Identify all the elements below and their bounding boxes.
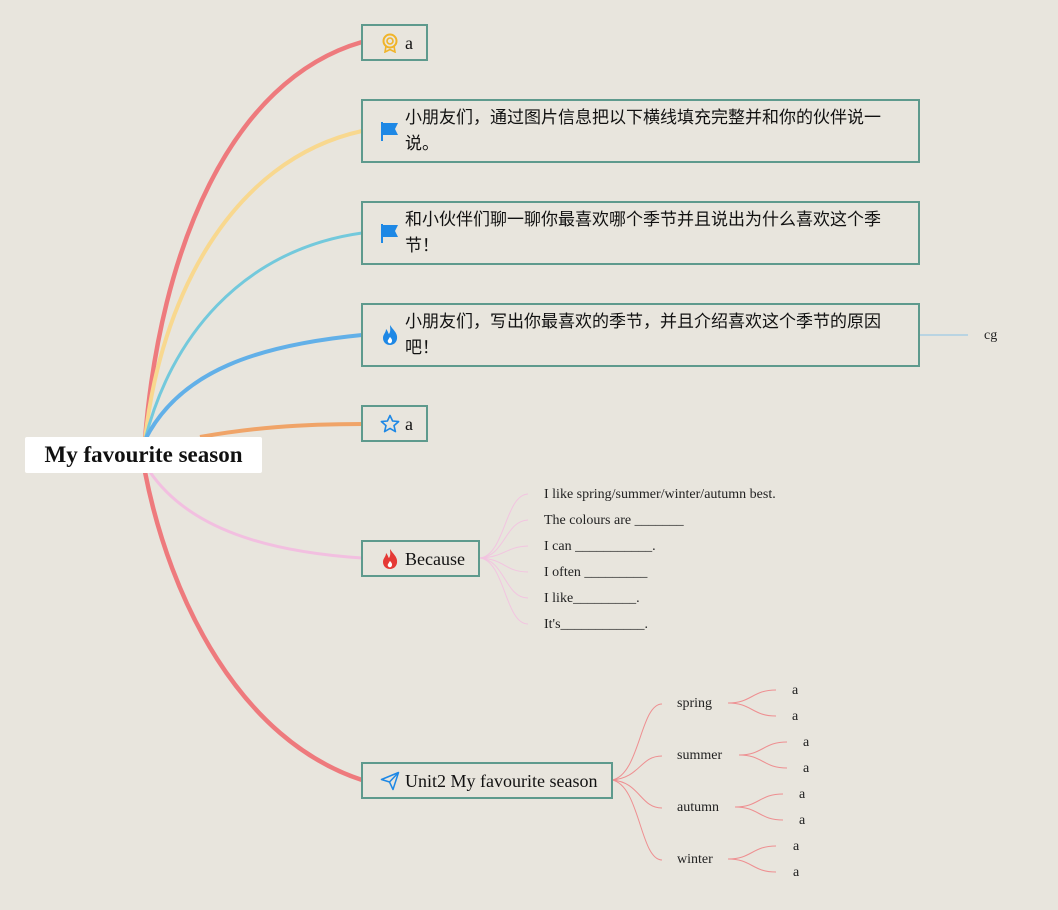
topic-label-b5: a [405, 413, 413, 434]
season-winter[interactable]: winter [677, 852, 713, 867]
branch-line-b1 [142, 39, 363, 441]
topic-node-b2[interactable]: 小朋友们，通过图片信息把以下横线填充完整并和你的伙伴说一说。 [361, 99, 920, 163]
because-item-5[interactable]: I like_________. [544, 591, 640, 606]
topic-label-b1: a [405, 32, 413, 53]
topic-label-b4: 小朋友们，写出你最喜欢的季节，并且介绍喜欢这个季节的原因吧！ [405, 312, 881, 358]
branch-line-b6 [148, 471, 363, 560]
because-item-1[interactable]: I like spring/summer/winter/autumn best. [544, 487, 776, 502]
winter-child-1[interactable]: a [793, 839, 800, 854]
paper-plane-icon [379, 770, 401, 792]
because-item-6[interactable]: It's____________. [544, 617, 649, 632]
summer-child-2[interactable]: a [803, 761, 810, 776]
topic-node-b1[interactable]: a [361, 24, 428, 61]
topic-node-b7[interactable]: Unit2 My favourite season [361, 762, 613, 799]
season-summer[interactable]: summer [677, 748, 723, 763]
blue-flame-icon [379, 324, 401, 346]
root-title: My favourite season [44, 442, 243, 467]
spring-child-2[interactable]: a [792, 709, 799, 724]
branch-line-b7 [142, 471, 363, 783]
spring-child-1[interactable]: a [792, 683, 799, 698]
subtopic-cg[interactable]: cg [984, 328, 998, 343]
summer-child-1[interactable]: a [803, 735, 810, 750]
branch-line-b5 [199, 422, 363, 439]
topic-node-b6[interactable]: Because [361, 540, 480, 577]
topic-label-b2: 小朋友们，通过图片信息把以下横线填充完整并和你的伙伴说一说。 [405, 108, 881, 154]
branch-line-b3 [143, 231, 363, 441]
branch-line-b4 [143, 333, 363, 441]
topic-node-b4[interactable]: 小朋友们，写出你最喜欢的季节，并且介绍喜欢这个季节的原因吧！ [361, 303, 920, 367]
blue-flag-icon [379, 120, 401, 142]
season-autumn[interactable]: autumn [677, 800, 719, 815]
topic-label-b6: Because [405, 548, 465, 569]
because-item-4[interactable]: I often _________ [544, 565, 648, 580]
autumn-child-1[interactable]: a [799, 787, 806, 802]
branch-line-b2 [143, 129, 363, 441]
topic-node-b5[interactable]: a [361, 405, 428, 442]
topic-label-b3: 和小伙伴们聊一聊你最喜欢哪个季节并且说出为什么喜欢这个季节！ [405, 210, 881, 256]
season-spring[interactable]: spring [677, 696, 712, 711]
winter-child-2[interactable]: a [793, 865, 800, 880]
blue-flag-icon [379, 222, 401, 244]
award-medal-icon [379, 32, 401, 54]
topic-label-b7: Unit2 My favourite season [405, 770, 598, 791]
topic-node-b3[interactable]: 和小伙伴们聊一聊你最喜欢哪个季节并且说出为什么喜欢这个季节！ [361, 201, 920, 265]
root-node[interactable]: My favourite season [25, 437, 262, 473]
autumn-child-2[interactable]: a [799, 813, 806, 828]
red-flame-icon [379, 548, 401, 570]
star-outline-icon [379, 413, 401, 435]
because-item-2[interactable]: The colours are _______ [544, 513, 684, 528]
because-item-3[interactable]: I can ___________. [544, 539, 656, 554]
